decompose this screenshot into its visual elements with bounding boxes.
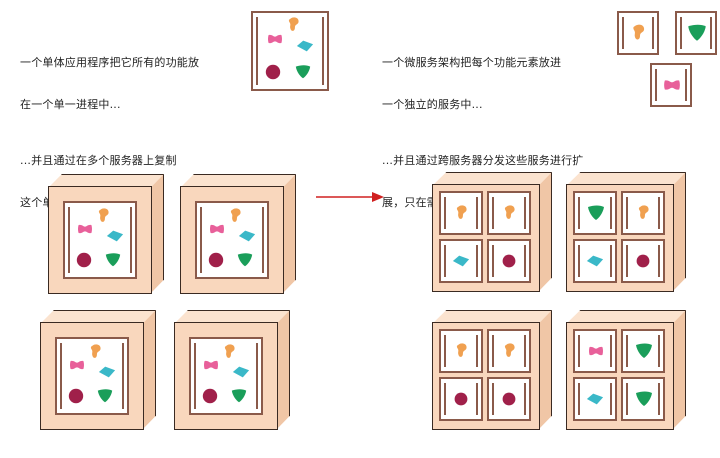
microservice-frame-orange (617, 11, 659, 55)
monolith-desc-line-2: 在一个单一进程中... (20, 98, 121, 111)
pink-bowtie-icon (661, 76, 683, 94)
microservice-desc-line-2: 一个独立的服务中... (382, 98, 483, 111)
pink-bowtie-icon (265, 31, 285, 47)
monolith-description: 一个单体应用程序把它所有的功能放 在一个单一进程中... (20, 28, 199, 126)
orange-blob-icon (629, 22, 649, 44)
microservice-server-4 (566, 310, 686, 430)
monolith-server-2 (180, 174, 296, 294)
monolith-server-3 (40, 310, 156, 430)
orange-blob-icon (285, 16, 303, 34)
monolith-server-1 (48, 174, 164, 294)
microservice-server-1 (432, 172, 552, 292)
microservice-frame-green (675, 11, 717, 55)
green-triangle-icon (293, 63, 313, 81)
maroon-circle-icon (264, 63, 282, 81)
green-triangle-icon (686, 22, 708, 44)
microservice-frame-pink (650, 63, 692, 107)
monolith-desc-line-1: 一个单体应用程序把它所有的功能放 (20, 56, 200, 69)
arrow-icon (316, 192, 384, 202)
monolith-scale-line-1: ...并且通过在多个服务器上复制 (20, 154, 177, 167)
microservice-scale-line-1: ...并且通过跨服务器分发这些服务进行扩 (382, 154, 584, 167)
microservice-desc-line-1: 一个微服务架构把每个功能元素放进 (382, 56, 562, 69)
monolith-process-frame (251, 11, 329, 91)
microservice-server-3 (432, 310, 552, 430)
microservice-server-2 (566, 172, 686, 292)
teal-diamond-icon (295, 37, 315, 55)
monolith-server-4 (174, 310, 290, 430)
microservice-description: 一个微服务架构把每个功能元素放进 一个独立的服务中... (382, 28, 561, 126)
